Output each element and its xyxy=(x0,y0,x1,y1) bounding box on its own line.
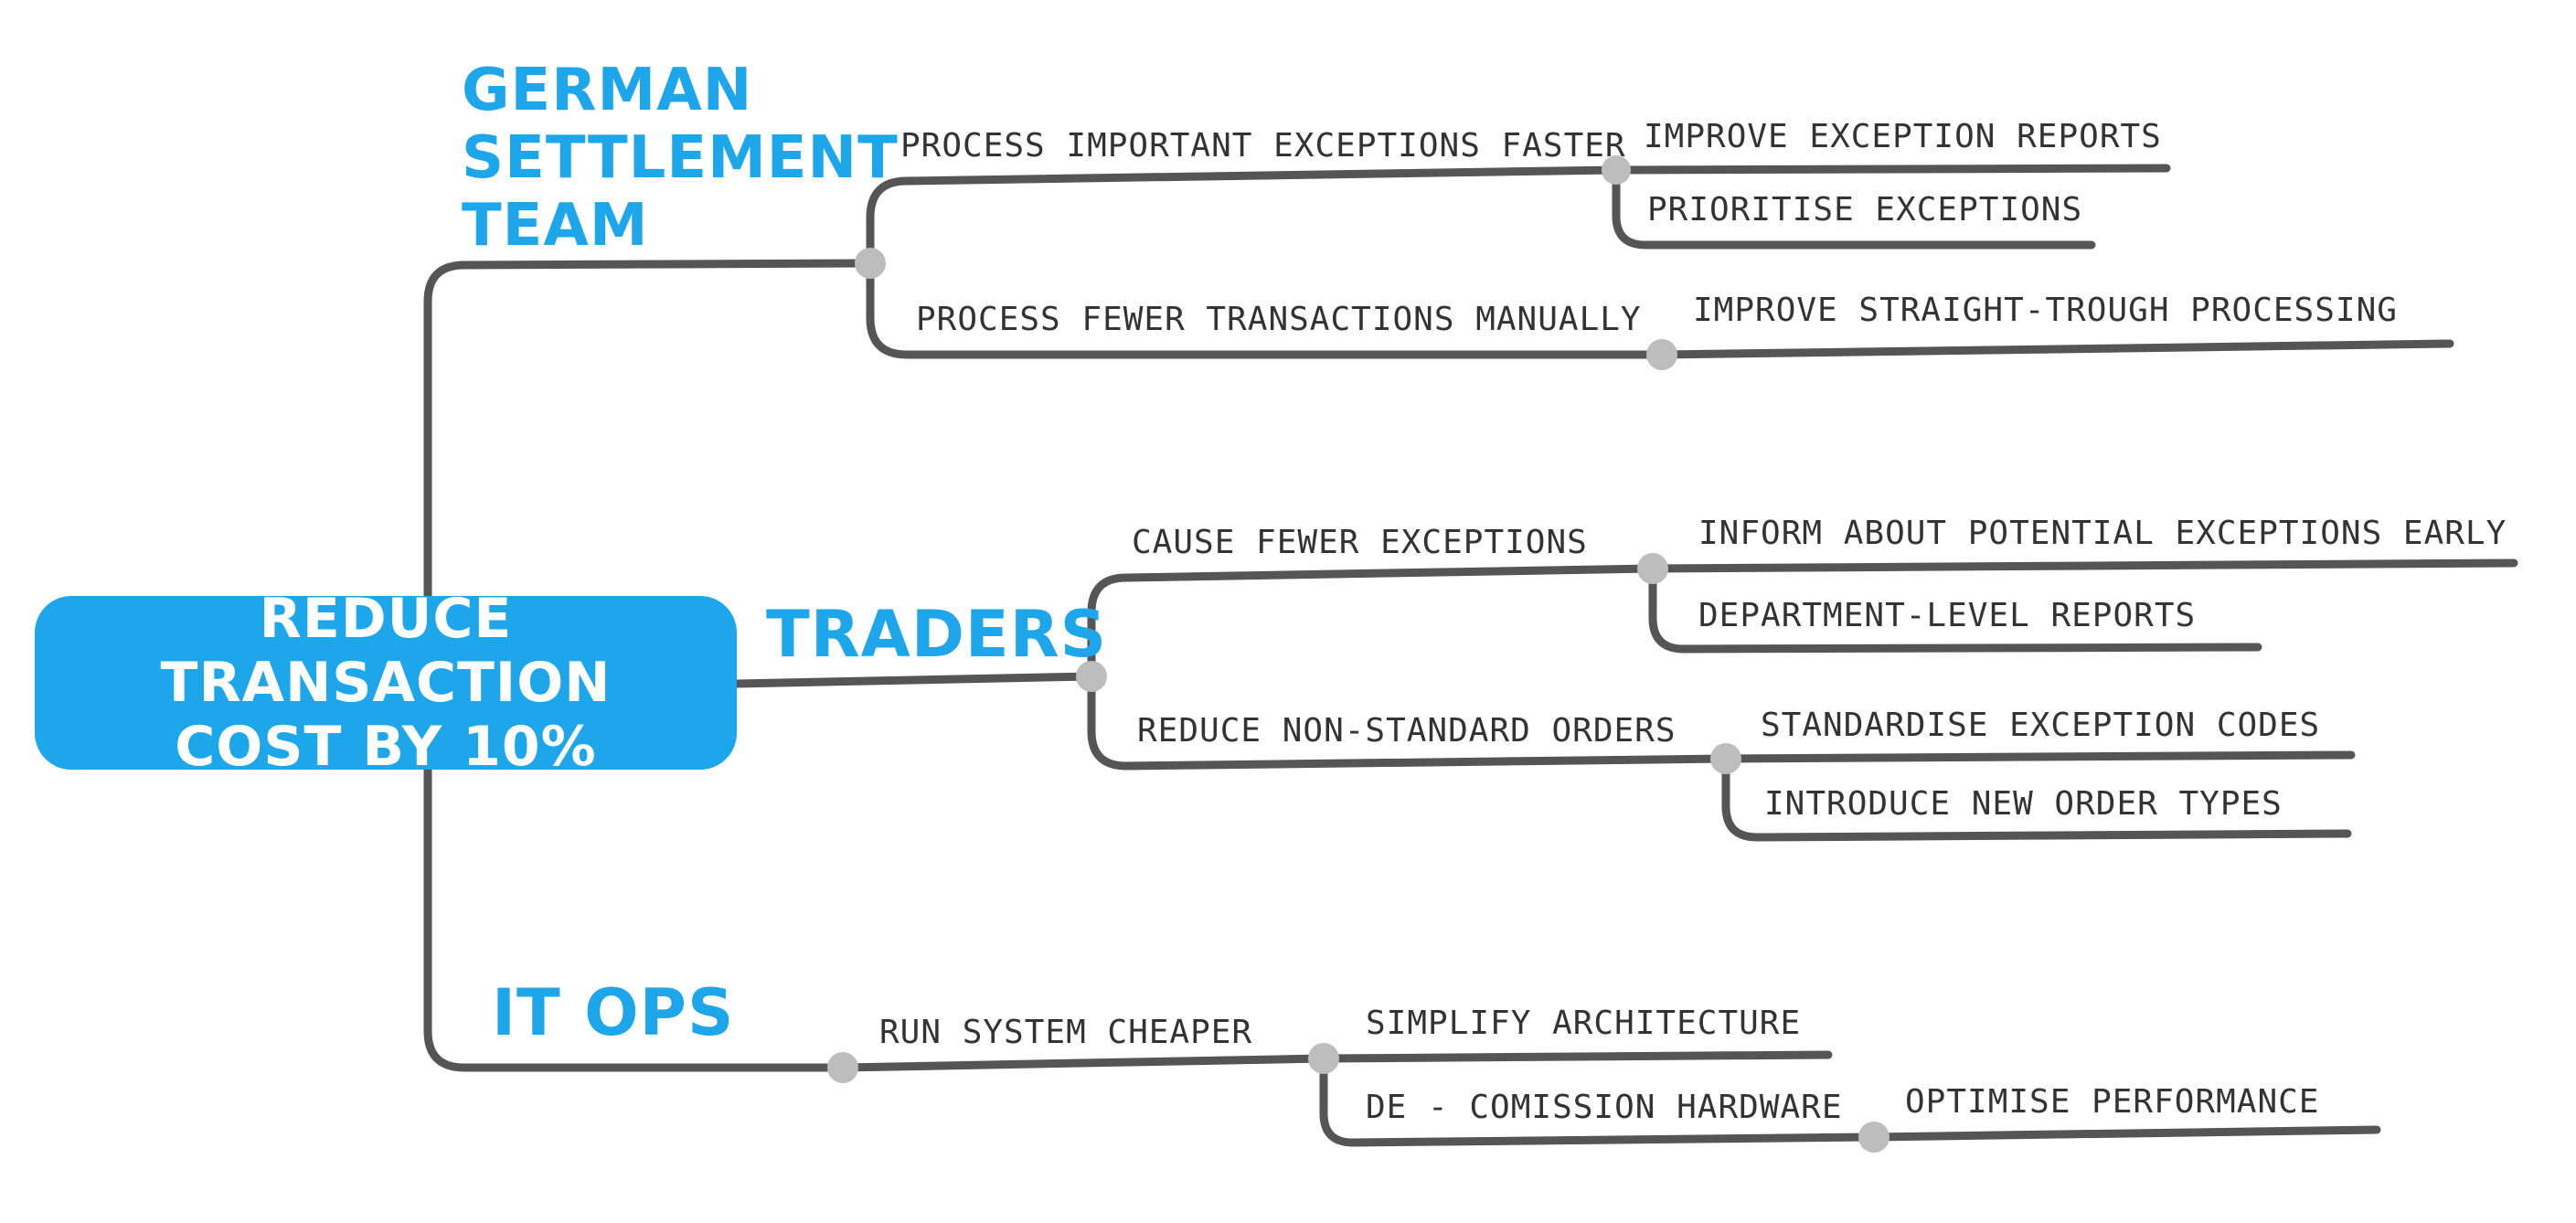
node-reduce-nonstandard xyxy=(1710,743,1741,774)
branch-cause-fewer xyxy=(1087,564,1657,681)
goal-box: REDUCE TRANSACTION COST BY 10% xyxy=(35,587,737,779)
actor-it-ops: IT OPS xyxy=(492,975,735,1050)
line-prioritise xyxy=(1612,165,2096,250)
deliverable-prioritise: PRIORITISE EXCEPTIONS xyxy=(1647,191,2083,229)
line-inform-early xyxy=(1648,558,2518,573)
line-optimise xyxy=(1869,1125,2381,1142)
trunk-to-itops xyxy=(423,765,847,1072)
node-cause-fewer xyxy=(1637,553,1668,584)
branch-process-faster xyxy=(866,165,1621,268)
line-improve-stp xyxy=(1657,339,2454,359)
impact-run-cheaper: RUN SYSTEM CHEAPER xyxy=(879,1014,1253,1051)
node-traders xyxy=(1076,661,1107,692)
deliverable-new-order-types: INTRODUCE NEW ORDER TYPES xyxy=(1764,785,2283,823)
deliverable-decommission-hardware: DE - COMISSION HARDWARE xyxy=(1366,1089,1843,1126)
deliverable-standardise-codes: STANDARDISE EXCEPTION CODES xyxy=(1761,707,2321,744)
node-process-fewer xyxy=(1646,339,1677,370)
line-new-order-types xyxy=(1721,754,2352,842)
line-decommission xyxy=(1319,1054,1879,1147)
branch-run-cheaper xyxy=(838,1054,1328,1072)
line-standardise xyxy=(1721,750,2356,763)
deliverable-dept-reports: DEPARTMENT-LEVEL REPORTS xyxy=(1698,597,2197,634)
deliverable-improve-stp: IMPROVE STRAIGHT-TROUGH PROCESSING xyxy=(1693,292,2398,329)
actor-german-settlement-team: GERMAN SETTLEMENT TEAM xyxy=(462,57,899,260)
deliverable-improve-reports: IMPROVE EXCEPTION REPORTS xyxy=(1644,118,2162,155)
impact-process-faster: PROCESS IMPORTANT EXCEPTIONS FASTER xyxy=(900,127,1626,165)
node-decommission xyxy=(1858,1122,1889,1153)
node-run-cheaper xyxy=(1308,1043,1339,1074)
impact-reduce-nonstandard: REDUCE NON-STANDARD ORDERS xyxy=(1137,712,1677,750)
trunk-to-german xyxy=(423,259,875,601)
line-improve-reports xyxy=(1612,164,2171,175)
line-simplify xyxy=(1319,1050,1833,1063)
line-dept-reports xyxy=(1648,564,2262,654)
deliverable-optimise-performance: OPTIMISE PERFORMANCE xyxy=(1905,1083,2320,1121)
deliverable-inform-early: INFORM ABOUT POTENTIAL EXCEPTIONS EARLY xyxy=(1698,515,2507,552)
impact-cause-fewer: CAUSE FEWER EXCEPTIONS xyxy=(1132,524,1588,561)
impact-process-fewer-manual: PROCESS FEWER TRANSACTIONS MANUALLY xyxy=(916,301,1642,338)
node-german xyxy=(855,248,886,279)
branch-process-fewer-manual xyxy=(866,259,1666,359)
branch-reduce-nonstandard xyxy=(1087,672,1730,771)
deliverable-simplify-architecture: SIMPLIFY ARCHITECTURE xyxy=(1366,1005,1802,1042)
actor-traders: TRADERS xyxy=(766,597,1108,672)
root-to-traders xyxy=(732,672,1096,688)
node-process-faster xyxy=(1602,155,1631,185)
goal-label: REDUCE TRANSACTION COST BY 10% xyxy=(160,587,612,779)
node-itops xyxy=(827,1052,858,1083)
